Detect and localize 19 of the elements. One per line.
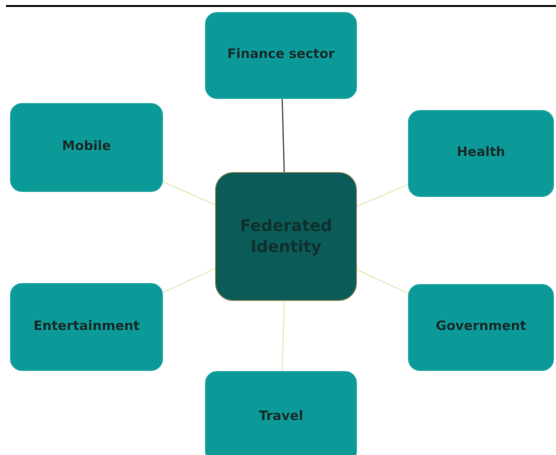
connector-line: [162, 181, 216, 206]
topic-box: [408, 110, 554, 197]
connector-line: [282, 300, 285, 372]
central-box: [215, 172, 357, 301]
topic-box: [10, 103, 163, 192]
node-label: Mobile: [62, 139, 111, 156]
node-label: Government: [436, 319, 526, 336]
topic-box: [205, 12, 357, 99]
topic-box: [205, 371, 357, 455]
connector-line: [162, 268, 216, 293]
connector-line: [356, 269, 408, 294]
node-label: Travel: [258, 408, 304, 426]
connector-line: [356, 184, 408, 207]
node-label: Health: [456, 145, 506, 162]
topic-box: [10, 283, 163, 371]
topic-box: [408, 284, 554, 371]
node-label: Entertainment: [33, 318, 140, 336]
connector-line: [282, 98, 285, 172]
node-label: Finance sector: [227, 47, 335, 64]
